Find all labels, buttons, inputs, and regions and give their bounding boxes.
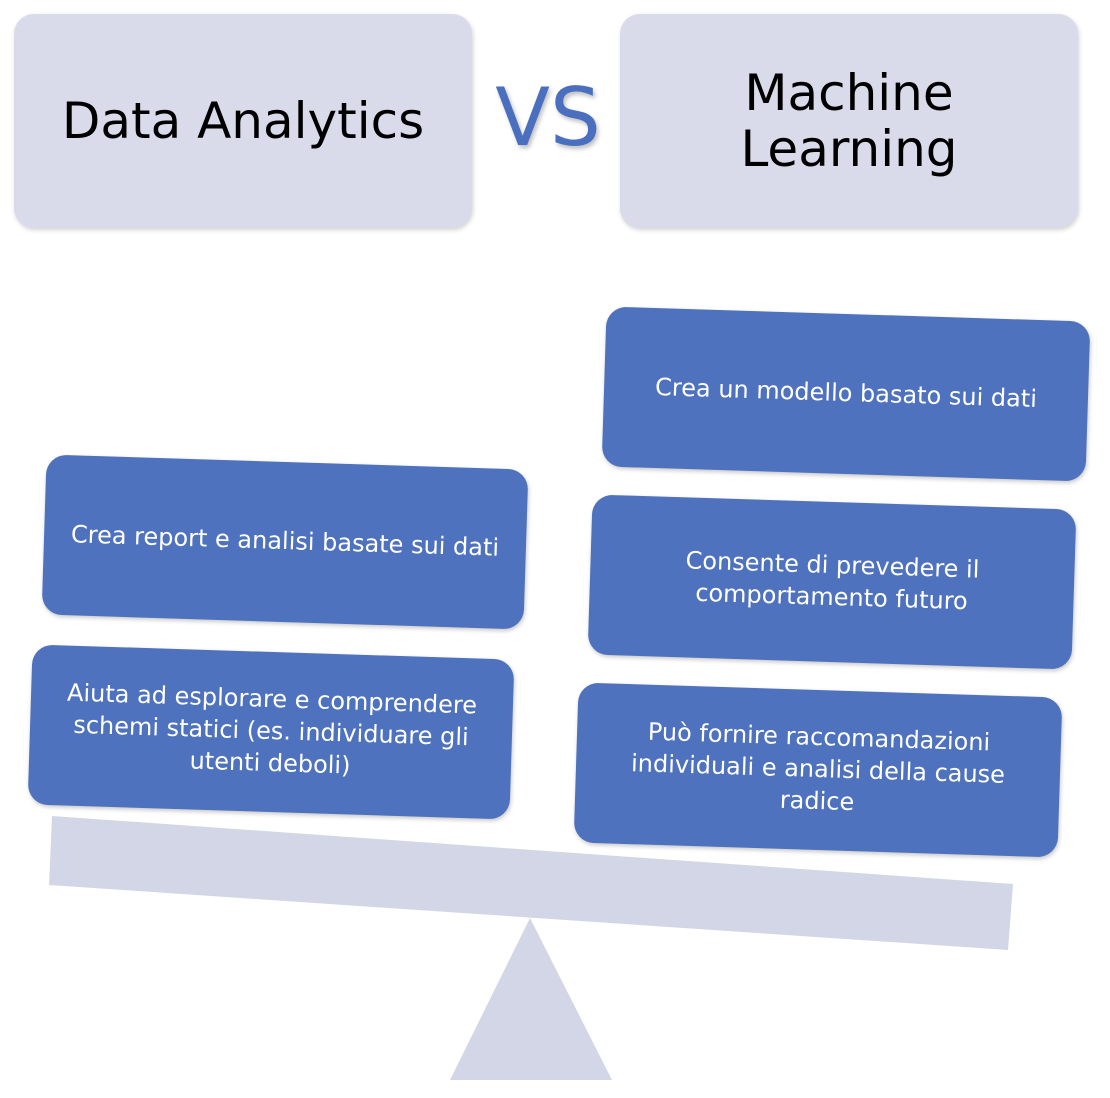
- card-text: Crea report e analisi basate sui dati: [70, 520, 500, 562]
- data-analytics-title-text: Data Analytics: [61, 92, 425, 150]
- card-text: Aiuta ad esplorare e comprendere schemi …: [66, 679, 478, 780]
- vs-label: VS: [495, 70, 601, 164]
- data-analytics-card-reports: Crea report e analisi basate sui dati: [41, 454, 529, 630]
- machine-learning-title-line2: Learning: [740, 120, 958, 178]
- data-analytics-card-explore: Aiuta ad esplorare e comprendere schemi …: [27, 644, 515, 820]
- machine-learning-card-recommend: Può fornire raccomandazioni individuali …: [573, 682, 1063, 858]
- scale-beam: [49, 816, 1013, 950]
- machine-learning-card-predict: Consente di prevedere il comportamento f…: [587, 494, 1077, 670]
- data-analytics-title: Data Analytics: [14, 14, 472, 228]
- machine-learning-title-line1: Machine: [744, 64, 954, 122]
- machine-learning-card-model: Crea un modello basato sui dati: [601, 306, 1091, 482]
- card-text: Può fornire raccomandazioni individuali …: [630, 718, 1006, 816]
- machine-learning-title-text: Machine Learning: [740, 65, 957, 177]
- card-text: Consente di prevedere il comportamento f…: [685, 546, 980, 616]
- card-text: Crea un modello basato sui dati: [654, 373, 1038, 414]
- machine-learning-title: Machine Learning: [620, 14, 1078, 228]
- scale-fulcrum: [450, 918, 612, 1080]
